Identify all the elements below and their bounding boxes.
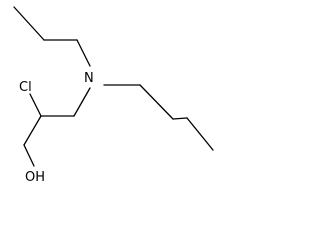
bond-upper-butyl-3 (76, 39, 91, 67)
bond-chcl-ch2oh (23, 115, 42, 146)
bond-ch2-oh (23, 144, 35, 167)
chlorine-atom-label: Cl (19, 80, 32, 95)
hydroxyl-group-label: OH (25, 170, 45, 185)
bond-lower-butyl-4 (186, 117, 214, 151)
nitrogen-atom-label: N (84, 71, 94, 86)
lower-butyl-chain (103, 84, 214, 151)
bond-lower-butyl-3 (172, 117, 188, 120)
upper-butyl-chain (13, 6, 91, 67)
bond-n-ch2 (73, 87, 91, 117)
bond-c-cl (29, 93, 42, 117)
chloropropanol-backbone (23, 87, 91, 167)
bond-upper-butyl-1 (13, 6, 45, 41)
bond-lower-butyl-2 (139, 84, 174, 120)
structural-formula: N Cl OH (13, 6, 214, 185)
